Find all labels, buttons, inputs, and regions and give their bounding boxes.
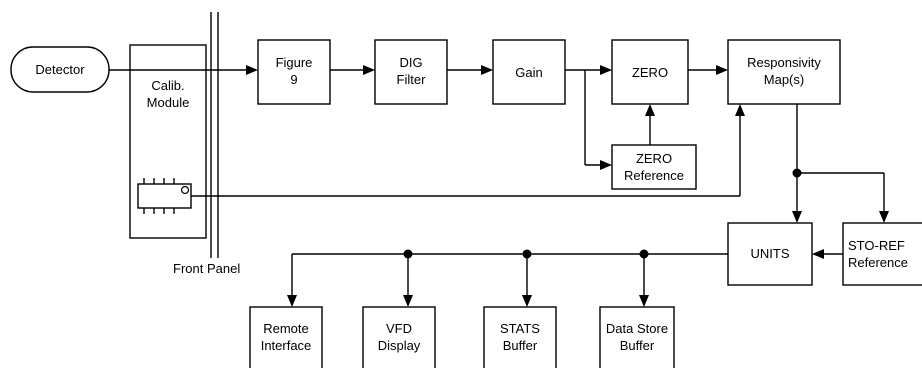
detector-block: Detector xyxy=(10,46,110,93)
stats-label-line1: STATS xyxy=(500,321,540,336)
dig-filter-label-line2: Filter xyxy=(397,72,427,87)
detector-label: Detector xyxy=(35,62,85,77)
responsivity-label-line1: Responsivity xyxy=(747,55,821,70)
units-block: UNITS xyxy=(727,222,813,286)
remote-label-line2: Interface xyxy=(261,338,312,353)
gain-label: Gain xyxy=(515,65,542,80)
sto-ref-block: STO-REF Reference xyxy=(842,222,922,286)
dig-filter-block: DIG Filter xyxy=(374,39,448,105)
calib-module-label-line2: Module xyxy=(147,95,190,110)
calib-module-label-line1: Calib. xyxy=(151,78,184,93)
zero-block: ZERO xyxy=(611,39,689,105)
sto-ref-label-line1: STO-REF xyxy=(848,238,905,253)
sto-ref-label-line2: Reference xyxy=(848,255,908,270)
vfd-label-line1: VFD xyxy=(386,321,412,336)
zero-label: ZERO xyxy=(632,65,668,80)
zero-reference-label-line1: ZERO xyxy=(636,151,672,166)
connections xyxy=(109,65,889,307)
figure-9-block: Figure 9 xyxy=(257,39,331,105)
responsivity-map-block: Responsivity Map(s) xyxy=(727,39,841,105)
dig-filter-label-line1: DIG xyxy=(399,55,422,70)
data-store-label-line2: Buffer xyxy=(620,338,655,353)
remote-interface-block: Remote Interface xyxy=(249,306,323,368)
zero-reference-block: ZERO Reference xyxy=(611,144,697,190)
zero-reference-label-line2: Reference xyxy=(624,168,684,183)
data-store-buffer-block: Data Store Buffer xyxy=(599,306,675,368)
data-store-label-line1: Data Store xyxy=(606,321,668,336)
vfd-display-block: VFD Display xyxy=(362,306,436,368)
front-panel-label: Front Panel xyxy=(173,261,240,276)
ic-chip-icon xyxy=(137,178,192,214)
stats-buffer-block: STATS Buffer xyxy=(483,306,557,368)
calib-module-block: Calib. Module xyxy=(129,44,207,239)
figure-9-label-line1: Figure xyxy=(276,55,313,70)
remote-label-line1: Remote xyxy=(263,321,309,336)
vfd-label-line2: Display xyxy=(378,338,421,353)
units-label: UNITS xyxy=(751,246,790,261)
responsivity-label-line2: Map(s) xyxy=(764,72,804,87)
stats-label-line2: Buffer xyxy=(503,338,538,353)
gain-block: Gain xyxy=(492,39,566,105)
figure-9-label-line2: 9 xyxy=(290,72,297,87)
